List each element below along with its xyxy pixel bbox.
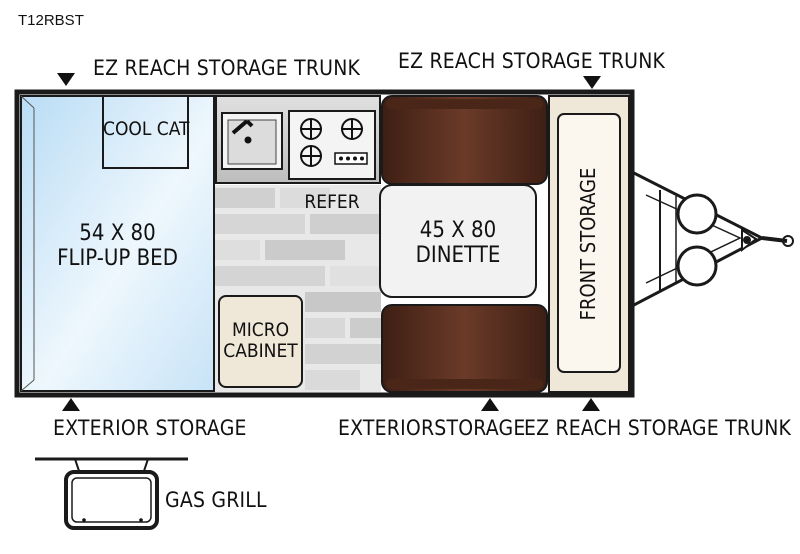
cool-cat-unit <box>102 95 189 169</box>
dinette-name: DINETTE <box>415 242 501 268</box>
marker-trunk-bottom-right <box>582 398 600 411</box>
label-trunk-bottom-right: EZ REACH STORAGE TRUNK <box>524 416 792 440</box>
dinette-table <box>379 184 537 298</box>
stove <box>288 110 376 180</box>
label-refer: REFER <box>304 191 360 213</box>
dinette-size: 45 X 80 <box>419 218 497 243</box>
micro-line1: MICRO <box>231 319 290 341</box>
floor <box>215 185 381 392</box>
flip-up-bed <box>20 95 215 392</box>
gas-grill-icon <box>64 470 159 530</box>
label-exterior-storage-mid: EXTERIORSTORAGE <box>338 416 526 440</box>
model-name: T12RBST <box>18 12 84 29</box>
label-front-storage: FRONT STORAGE <box>576 167 600 321</box>
label-trunk-top-right: EZ REACH STORAGE TRUNK <box>398 49 666 73</box>
label-cool-cat: COOL CAT <box>103 118 190 140</box>
label-gas-grill: GAS GRILL <box>165 488 267 512</box>
marker-exterior-left <box>62 398 80 411</box>
marker-trunk-top-right <box>583 76 601 89</box>
dinette-seat-bottom <box>381 304 548 393</box>
marker-exterior-mid <box>481 398 499 411</box>
trailer-hitch <box>633 171 794 307</box>
bed-type: FLIP-UP BED <box>57 245 178 271</box>
faucet-icon <box>231 119 254 135</box>
label-trunk-top-left: EZ REACH STORAGE TRUNK <box>93 56 361 80</box>
marker-trunk-top-left <box>57 73 75 86</box>
micro-cabinet <box>218 295 303 388</box>
dinette-seat-top <box>381 95 548 185</box>
label-micro-cabinet: MICRO CABINET <box>219 319 302 363</box>
label-dinette: 45 X 80 DINETTE <box>380 218 536 268</box>
label-bed: 54 X 80 FLIP-UP BED <box>21 221 214 271</box>
burner-icon <box>300 118 363 167</box>
label-exterior-storage-left: EXTERIOR STORAGE <box>53 416 247 440</box>
bed-size: 54 X 80 <box>79 221 156 246</box>
micro-line2: CABINET <box>223 340 298 363</box>
